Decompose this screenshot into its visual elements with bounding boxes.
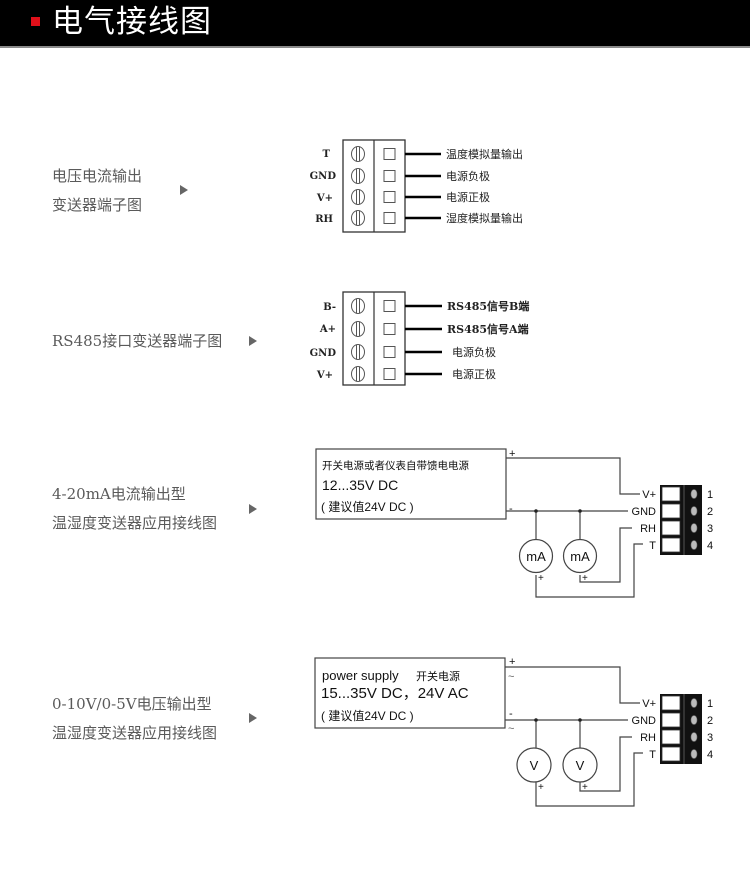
plus-sign: + [509, 656, 515, 668]
label-line: RS485接口变送器端子图 [52, 332, 223, 350]
pin-label: B- [323, 302, 336, 313]
label-line: 温湿度变送器应用接线图 [52, 514, 218, 532]
wire-slot-icon [383, 170, 396, 182]
terminal-desc: 湿度模拟量输出 [446, 211, 523, 225]
terminal-block-icon [660, 485, 702, 555]
wire-slot-icon [383, 191, 396, 203]
page-header: 电气接线图 [0, 0, 750, 48]
arrow-right-icon [249, 336, 257, 346]
page-title: 电气接线图 [52, 4, 212, 40]
pin-label: RH [640, 732, 656, 744]
wire-slot-icon [383, 368, 396, 380]
pin-number: 1 [707, 698, 713, 710]
ammeter-2 [562, 538, 598, 574]
pin-number: 3 [707, 523, 713, 535]
ac-sign: ~ [508, 723, 514, 735]
pin-label: RH [640, 523, 656, 535]
terminal-desc: RS485信号B端 [447, 299, 529, 313]
meter-plus: + [538, 782, 544, 793]
power-supply-box [315, 448, 507, 520]
label-line: 温湿度变送器应用接线图 [52, 724, 218, 742]
pin-label: A+ [319, 324, 336, 335]
screw-terminal-icon [351, 298, 396, 314]
pin-number: 2 [707, 506, 713, 518]
pin-label: RH [315, 214, 333, 225]
power-line-1a: power supply [322, 668, 399, 683]
screw-terminal-icon [351, 321, 396, 337]
screw-terminal-icon [351, 210, 396, 226]
minus-sign: - [509, 708, 513, 720]
red-square-bullet-icon [31, 17, 40, 26]
pin-number: 3 [707, 732, 713, 744]
pin-label: T [323, 149, 331, 160]
terminal-block-1: T GND V+ RH 温度模拟量输出 电源负极 电源正极 湿度模拟量输出 [310, 139, 523, 233]
wire-slot-icon [383, 148, 396, 160]
section-label-voltage-current-terminal: 电压电流输出 变送器端子图 [52, 162, 142, 220]
pin-label: GND [632, 715, 657, 727]
arrow-right-icon [249, 504, 257, 514]
pin-label: T [649, 540, 656, 552]
terminal-block-icon [660, 694, 702, 764]
voltmeter-2 [562, 747, 598, 783]
wiring-4-20ma: 开关电源或者仪表自带馈电电源 12...35V DC ( 建议值24V DC )… [315, 448, 713, 598]
wire-slot-icon [383, 323, 396, 335]
screw-terminal-icon [351, 168, 396, 184]
meter-label: V [576, 758, 585, 773]
voltmeter-1 [516, 747, 552, 783]
terminal-block-2: B- A+ GND V+ RS485信号B端 RS485信号A端 电源负极 电源… [310, 291, 529, 386]
section-label-4-20ma: 4-20mA电流输出型 温湿度变送器应用接线图 [52, 480, 217, 538]
ammeter-1 [518, 538, 554, 574]
label-line: 0-10V/0-5V电压输出型 [52, 695, 212, 713]
minus-sign: - [509, 503, 513, 515]
label-line: 4-20mA电流输出型 [52, 485, 186, 503]
power-line-2: 15...35V DC，24V AC [321, 685, 469, 702]
screw-terminal-icon [351, 189, 396, 205]
section-label-rs485-terminal: RS485接口变送器端子图 [52, 327, 222, 356]
pin-number: 2 [707, 715, 713, 727]
power-line-1b: 开关电源 [416, 669, 460, 683]
ac-sign: ~ [508, 671, 514, 683]
pin-label: GND [310, 348, 337, 359]
pin-number: 1 [707, 489, 713, 501]
pin-label: V+ [642, 489, 656, 501]
power-supply-box [314, 657, 506, 729]
arrow-right-icon [249, 713, 257, 723]
pin-label: GND [310, 171, 337, 182]
pin-label: V+ [316, 193, 333, 204]
plus-sign: + [509, 448, 515, 460]
pin-label: GND [632, 506, 657, 518]
section-label-0-10v: 0-10V/0-5V电压输出型 温湿度变送器应用接线图 [52, 690, 217, 748]
pin-label: T [649, 749, 656, 761]
meter-label: V [530, 758, 539, 773]
screw-terminal-icon [351, 146, 396, 162]
terminal-desc: 电源正极 [452, 367, 496, 381]
power-line-1: 开关电源或者仪表自带馈电电源 [322, 459, 469, 472]
pin-label: V+ [316, 370, 333, 381]
meter-label: mA [570, 549, 590, 564]
pin-label: V+ [642, 698, 656, 710]
power-line-3: ( 建议值24V DC ) [321, 499, 414, 514]
wire-slot-icon [383, 212, 396, 224]
power-line-3: ( 建议值24V DC ) [321, 708, 414, 723]
arrow-right-icon [180, 185, 188, 195]
power-line-2: 12...35V DC [322, 477, 398, 493]
meter-plus: + [538, 573, 544, 584]
terminal-desc: 温度模拟量输出 [446, 147, 523, 161]
meter-label: mA [526, 549, 546, 564]
meter-plus: + [582, 782, 588, 793]
wire-slot-icon [383, 300, 396, 312]
terminal-desc: 电源正极 [446, 190, 490, 204]
meter-plus: + [582, 573, 588, 584]
screw-terminal-icon [351, 344, 396, 360]
pin-number: 4 [707, 540, 713, 552]
terminal-desc: RS485信号A端 [447, 322, 529, 336]
pin-number: 4 [707, 749, 713, 761]
screw-terminal-icon [351, 366, 396, 382]
terminal-desc: 电源负极 [452, 345, 496, 359]
wiring-0-10v: power supply 开关电源 15...35V DC，24V AC ( 建… [314, 656, 713, 807]
wire-slot-icon [383, 346, 396, 358]
label-line: 变送器端子图 [52, 196, 143, 214]
terminal-desc: 电源负极 [446, 169, 490, 183]
label-line: 电压电流输出 [52, 167, 143, 185]
